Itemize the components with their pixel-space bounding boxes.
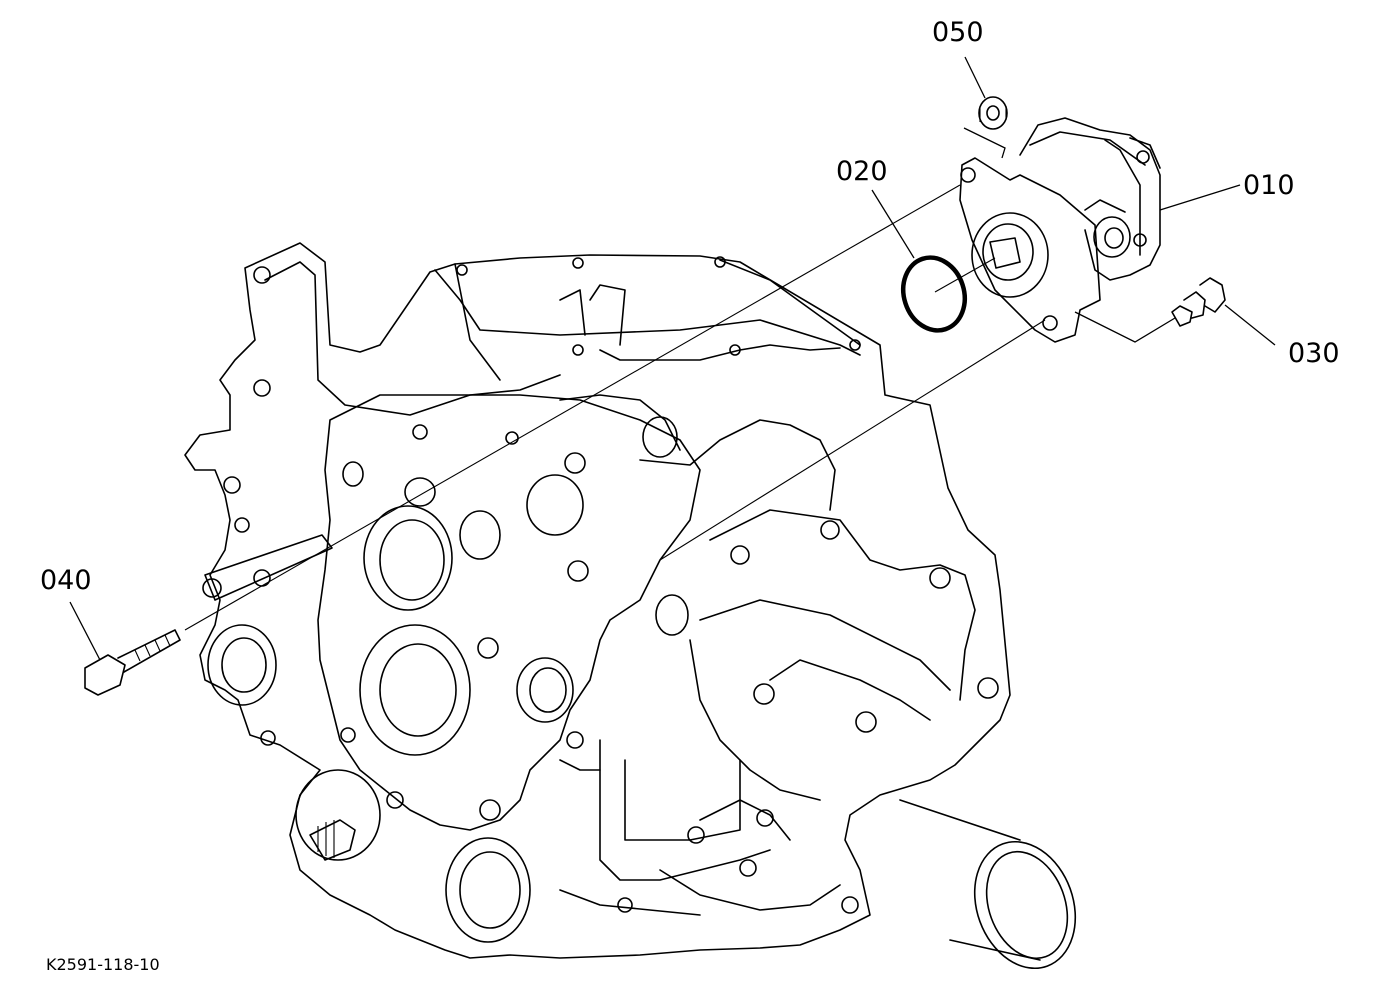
bolt-040 xyxy=(84,629,181,696)
fitting-030 xyxy=(1171,277,1226,327)
hydraulic-pump-010 xyxy=(959,117,1161,343)
callout-050: 050 xyxy=(932,17,984,48)
callout-030: 030 xyxy=(1288,338,1340,369)
transmission-case xyxy=(184,242,1077,970)
callout-010: 010 xyxy=(1243,170,1295,201)
drawing-code: K2591-118-10 xyxy=(46,955,160,974)
nut-050 xyxy=(978,96,1008,130)
leader-lines xyxy=(69,56,1276,661)
o-ring-020 xyxy=(901,255,967,333)
callout-020: 020 xyxy=(836,156,888,187)
callout-040: 040 xyxy=(40,565,92,596)
